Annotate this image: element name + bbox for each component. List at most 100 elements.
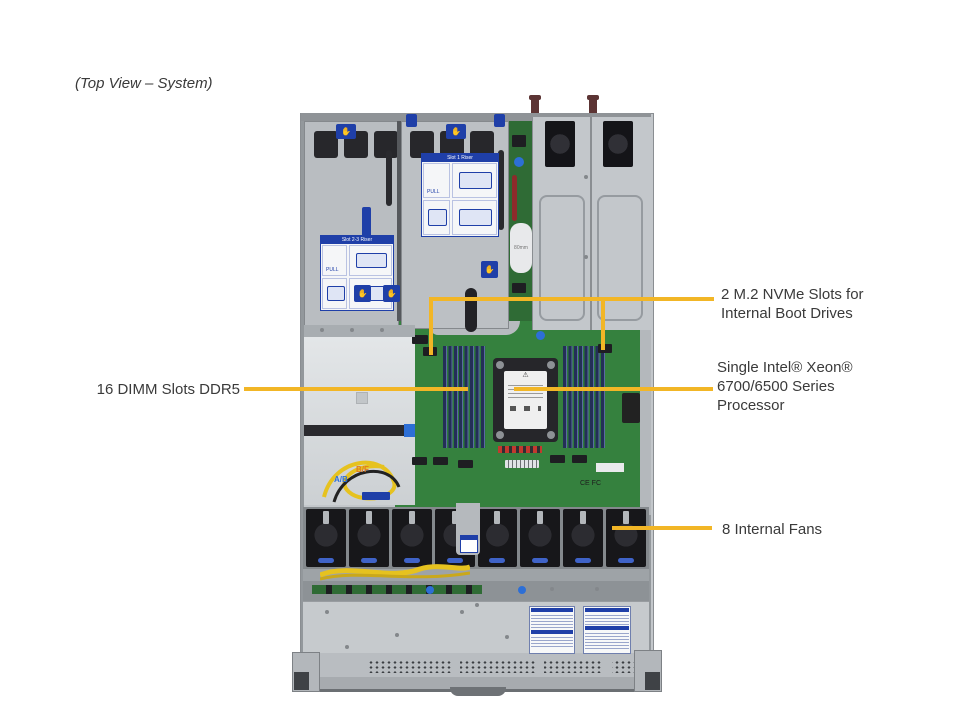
cpu-corner-screw: [547, 361, 555, 369]
rack-ear-notch: [294, 672, 309, 690]
caution-icon: ✋: [481, 261, 498, 278]
screw: [550, 587, 554, 591]
label-dimm: 16 DIMM Slots DDR5: [96, 381, 240, 398]
front-latch-bump: [450, 687, 506, 696]
screw: [475, 603, 479, 607]
psu-fan: [603, 121, 633, 167]
red-cable: [512, 175, 517, 221]
fan: [306, 509, 346, 567]
cable-label-a: A/B: [334, 475, 348, 484]
riser23-diagram: [322, 278, 348, 309]
jumper-row: [498, 446, 542, 453]
riser1-diagram: [451, 163, 497, 198]
label-cpu-line3: Processor: [717, 397, 785, 414]
callout-line-m2-drop-right: [601, 297, 605, 350]
psu-divider: [590, 117, 592, 330]
callout-line-m2-drop-left: [429, 297, 433, 355]
fan: [477, 509, 518, 567]
rear-blue-cap: [514, 157, 524, 167]
screw: [350, 328, 354, 332]
accessory-pouch: 80mm: [510, 223, 532, 273]
air-shroud: A/B B/F: [304, 337, 415, 505]
perforation-gap: [451, 660, 460, 673]
label-fans: 8 Internal Fans: [722, 521, 823, 538]
psu-emboss: [539, 195, 585, 321]
bracket-gap: [397, 121, 401, 321]
cert-marks: CE FC: [580, 480, 601, 487]
lift-point-icon: ✋: [336, 124, 356, 139]
cpu-socket: ⚠: [493, 358, 558, 442]
bracket-base-plate: [304, 325, 415, 337]
riser1-diagram: [451, 200, 497, 235]
screw: [505, 635, 509, 639]
fan-row: [303, 507, 649, 569]
screw: [595, 587, 599, 591]
dimm-bank-left: [443, 346, 486, 448]
screw: [584, 255, 588, 259]
latch-label: [460, 535, 478, 553]
cpu-label-icons: [510, 406, 541, 411]
riser1-pull-cell: PULL: [423, 163, 450, 198]
screw: [460, 610, 464, 614]
backplane-pcb: [312, 585, 482, 594]
screw: [395, 633, 399, 637]
label-m2-line2: Internal Boot Drives: [721, 305, 853, 322]
bracket-tab-slot: [465, 288, 477, 332]
chassis-left-wall: [301, 121, 304, 687]
shroud-dark-bar: [304, 425, 415, 436]
riser23-label-header: Slot 2-3 Riser: [321, 236, 393, 244]
screw: [345, 645, 349, 649]
callout-line-fans: [612, 526, 712, 530]
riser-slot-gap: [498, 150, 504, 230]
lift-point-icon: ✋: [446, 124, 466, 139]
label-cpu-line1: Single Intel® Xeon®: [717, 359, 853, 376]
fan-wall-latch: [456, 503, 480, 555]
slimline-connector: [550, 455, 565, 463]
screw: [325, 610, 329, 614]
shroud-emboss: [356, 392, 368, 404]
rack-ear-right: [634, 650, 662, 692]
perforations: [368, 660, 646, 673]
callout-line-dimm: [244, 387, 468, 391]
rear-io-part: [512, 283, 526, 293]
heatsink-small: [622, 393, 640, 423]
riser1-instruction-label: Slot 1 Riser PULL: [421, 153, 499, 237]
rack-ear-notch: [645, 672, 660, 690]
callout-line-m2-horizontal: [429, 297, 714, 301]
psu-fan: [545, 121, 575, 167]
label-cpu: Single Intel® Xeon® 6700/6500 Series Pro…: [717, 358, 853, 415]
chassis-inner-wall: [640, 300, 651, 515]
psu-handle: [531, 97, 539, 123]
label-m2-line1: 2 M.2 NVMe Slots for: [721, 286, 864, 303]
screw: [380, 328, 384, 332]
cable-routing-label: [529, 606, 575, 654]
psu-handle: [589, 97, 597, 123]
caution-icon: ✋: [354, 285, 371, 302]
cpu-label: ⚠: [504, 371, 547, 429]
thumbscrew-blue: [518, 586, 526, 594]
perforation-gap: [603, 660, 612, 673]
label-m2: 2 M.2 NVMe Slots for Internal Boot Drive…: [721, 285, 864, 323]
fan: [348, 509, 389, 567]
mobo-connector: [412, 335, 428, 344]
screw: [320, 328, 324, 332]
latch-marker-icon: [494, 114, 505, 127]
slimline-connector: [412, 457, 427, 465]
cpu-corner-screw: [547, 431, 555, 439]
server-illustration: ⚠ CE FC ✋: [292, 95, 662, 701]
riser1-diagram: [423, 200, 450, 235]
cable-routing-label: [583, 606, 631, 654]
fan: [563, 509, 604, 567]
slimline-connector: [458, 460, 473, 468]
cpu-corner-screw: [496, 361, 504, 369]
fan: [391, 509, 432, 567]
mcio-connector: [505, 460, 539, 468]
perforation-gap: [535, 660, 544, 673]
screw: [584, 175, 588, 179]
rear-vent: [314, 131, 338, 158]
fan: [520, 509, 561, 567]
psu-emboss: [597, 195, 643, 321]
fan: [606, 509, 646, 567]
blue-standoff: [536, 331, 545, 340]
